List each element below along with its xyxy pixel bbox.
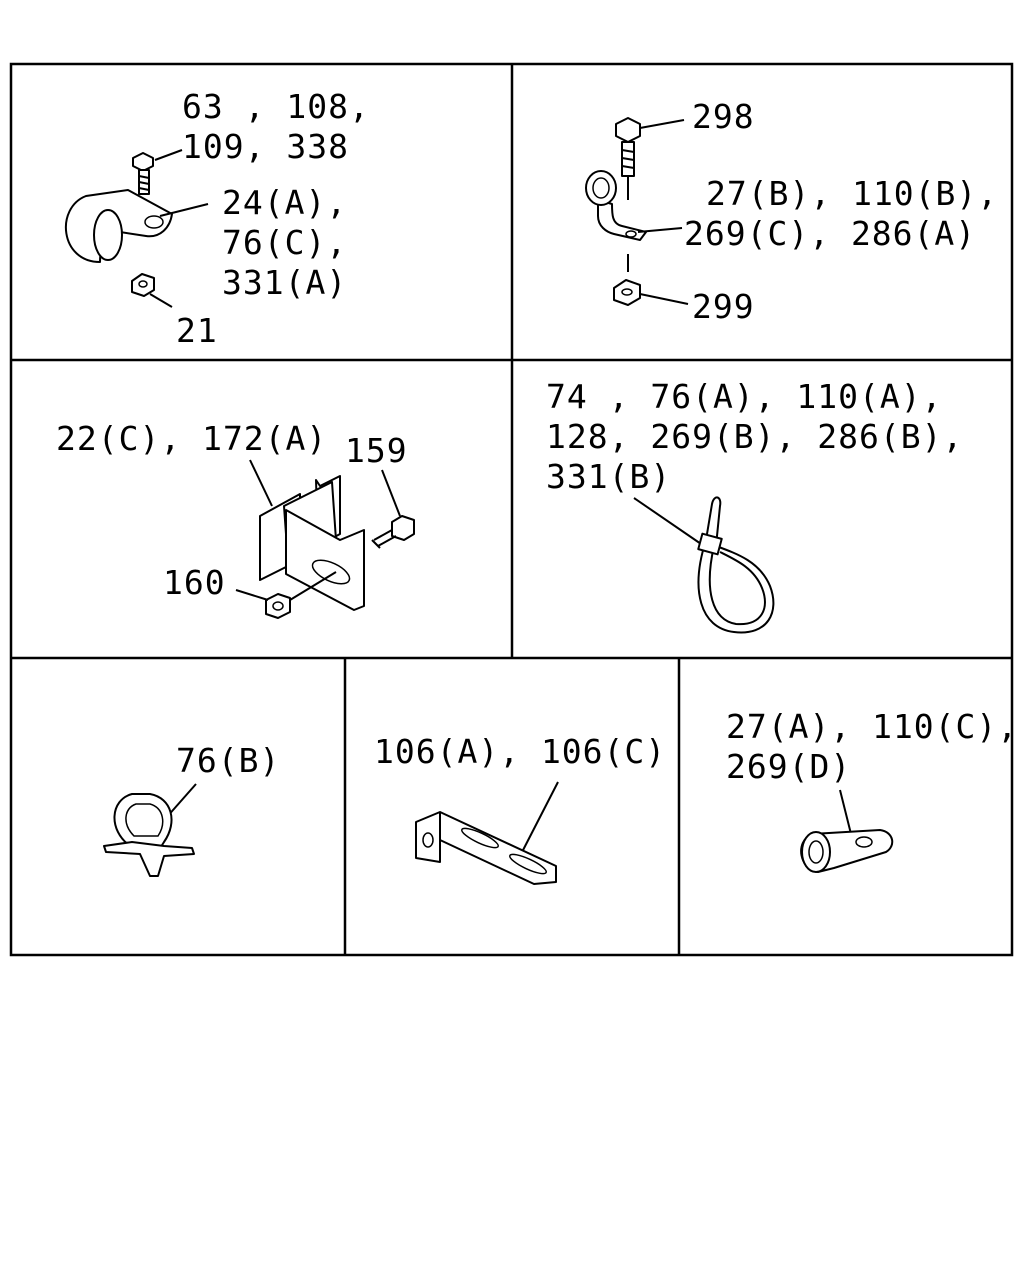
p1-label-6: 21 [176,311,218,350]
leader-line [154,149,183,161]
flange-bolt-part [615,117,641,177]
nut-160-part [265,593,291,619]
p2-label-1: 298 [692,97,755,136]
leader-line [519,781,559,857]
leader-line [249,459,273,507]
leader-line [149,293,173,308]
p7-label-1: 27(A), 110(C), [726,707,1018,746]
p6-label-1: 106(A), 106(C) [374,732,666,771]
p4-label-3: 331(B) [546,457,671,496]
leader-line [637,227,683,233]
mounting-bracket-part [259,475,365,611]
leader-line [159,203,209,217]
leader-line [639,119,685,129]
clamp-part [64,189,173,263]
p1-label-1: 63 , 108, [182,87,370,126]
panel-7: 27(A), 110(C), 269(D) [726,707,1018,873]
flange-nut-part [613,279,641,306]
panel-4: 74 , 76(A), 110(A), 128, 269(B), 286(B),… [546,377,963,634]
p5-label-1: 76(B) [176,741,280,780]
axis-line [289,571,337,601]
p4-label-2: 128, 269(B), 286(B), [546,417,963,456]
p4-label-1: 74 , 76(A), 110(A), [546,377,943,416]
panel-3: 22(C), 172(A) 159 160 [56,419,415,619]
p2-label-2: 27(B), 110(B), [706,174,998,213]
panel-grid [9,62,1014,957]
leader-line [839,789,853,839]
small-p-clamp-part [800,829,894,873]
nut-part [131,273,155,297]
p1-label-4: 76(C), [222,223,347,262]
leader-line [235,589,269,601]
spring-clamp-part [103,793,195,877]
panel-1: 63 , 108, 109, 338 24(A), 76(C), 331(A) … [64,87,370,350]
leader-line [639,293,689,305]
p3-label-2: 159 [345,431,408,470]
screw-part [371,515,415,549]
p2-label-3: 269(C), 286(A) [684,214,976,253]
p3-label-1: 22(C), 172(A) [56,419,327,458]
p2-label-4: 299 [692,287,755,326]
leader-line [633,497,705,547]
bracket-clamp-part [585,170,647,241]
p1-label-5: 331(A) [222,263,347,302]
p1-label-2: 109, 338 [182,127,349,166]
p1-label-3: 24(A), [222,183,347,222]
flat-bracket-part [415,811,557,885]
leader-line [381,469,401,517]
panel-2: 298 27(B), 110(B), 269(C), 286(A) 299 [585,97,998,326]
p7-label-2: 269(D) [726,747,851,786]
bolt-part [132,152,154,195]
panel-5: 76(B) [103,741,280,877]
cable-tie-part [697,496,775,634]
panel-6: 106(A), 106(C) [374,732,666,885]
p3-label-3: 160 [163,563,226,602]
